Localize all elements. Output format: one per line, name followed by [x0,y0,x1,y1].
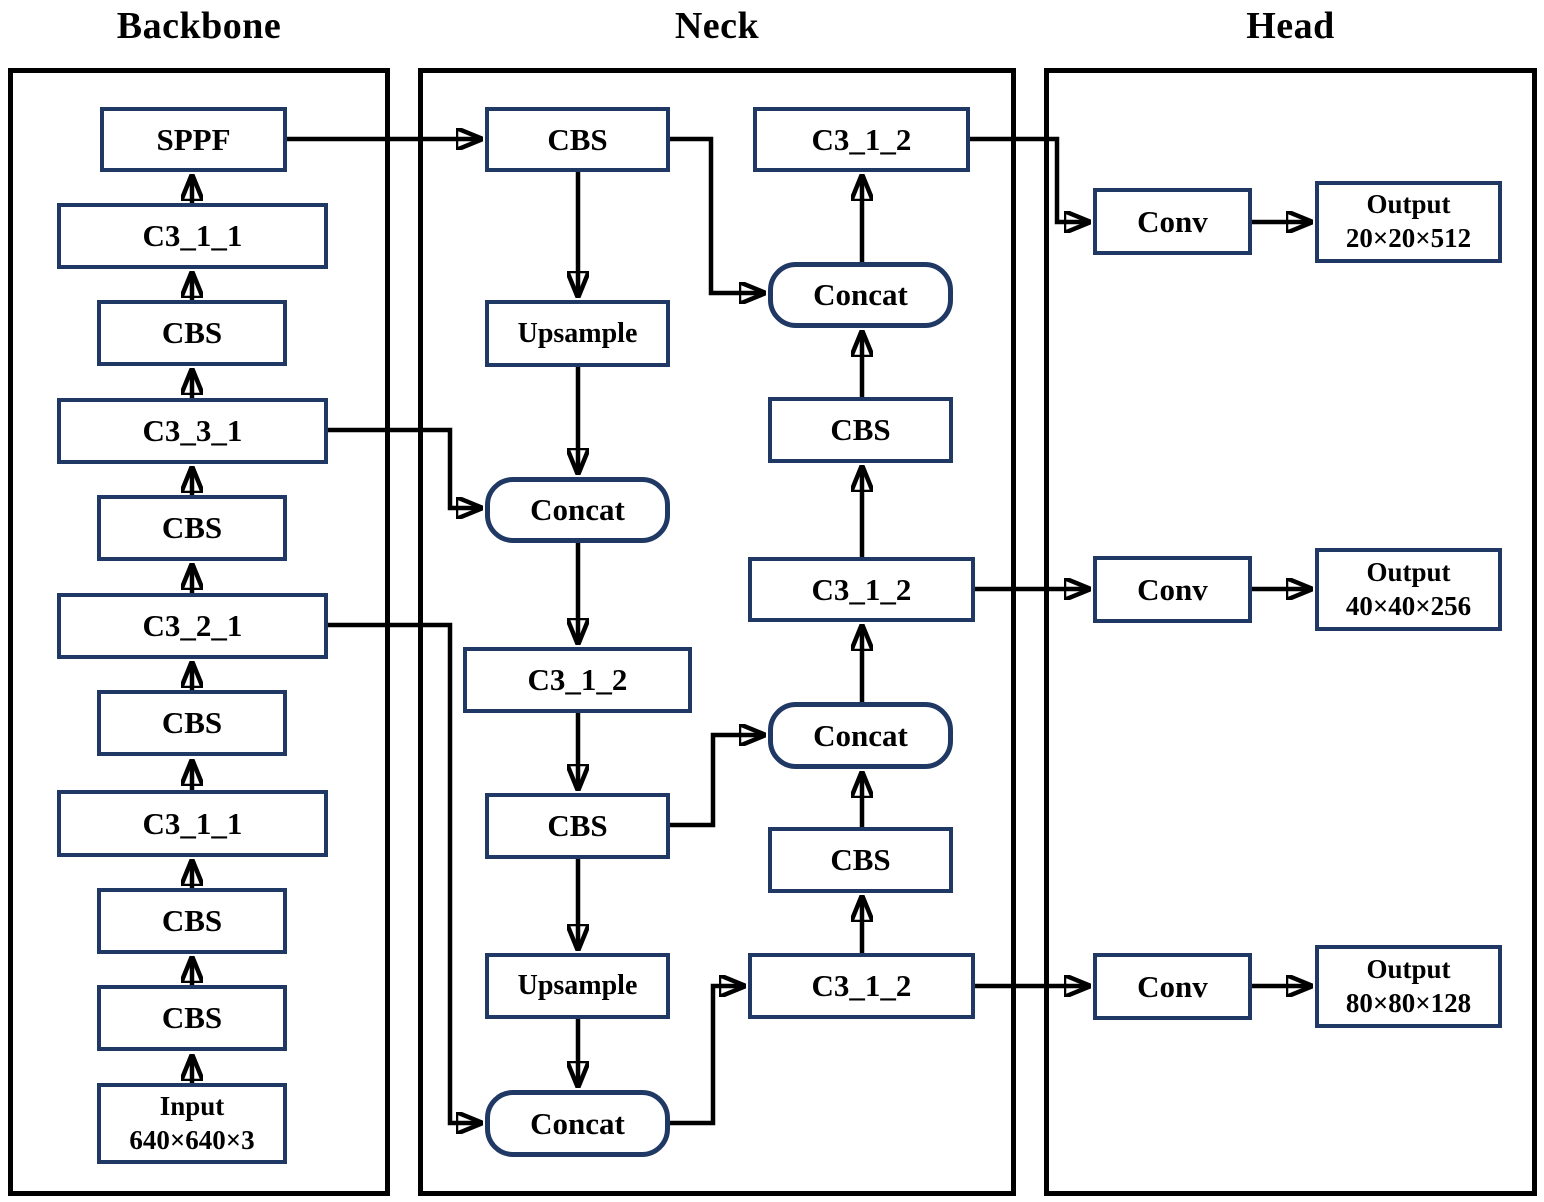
head-conv-bottom: Conv [1093,953,1252,1020]
neck-left-concat-top: Concat [485,477,670,543]
neck-left-concat-bottom: Concat [485,1090,670,1157]
neck-right-cbs-top: CBS [768,397,953,463]
neck-left-upsample-top: Upsample [485,300,670,367]
head-container [1044,68,1537,1196]
neck-right-c3-1-2-top: C3_1_2 [753,107,970,172]
backbone-node-sppf: SPPF [100,107,287,172]
head-output-top: Output 20×20×512 [1315,181,1502,263]
backbone-node-c3-3-1: C3_3_1 [57,398,328,464]
backbone-node-input: Input 640×640×3 [97,1083,287,1164]
output-label: Output [1366,189,1451,220]
head-output-bottom: Output 80×80×128 [1315,945,1502,1028]
neck-right-concat-bottom: Concat [768,702,953,769]
neck-left-upsample-bottom: Upsample [485,953,670,1019]
neck-right-c3-1-2-bottom: C3_1_2 [748,953,975,1019]
backbone-node-cbs-4: CBS [97,888,287,954]
output-size: 80×80×128 [1345,987,1472,1018]
output-size: 40×40×256 [1345,590,1472,621]
neck-title: Neck [674,5,760,47]
neck-right-c3-1-2-middle: C3_1_2 [748,557,975,622]
neck-container [418,68,1016,1196]
head-conv-top: Conv [1093,188,1252,255]
neck-left-cbs-top: CBS [485,107,670,172]
backbone-node-c3-2-1: C3_2_1 [57,593,328,659]
neck-left-cbs-bottom: CBS [485,793,670,859]
backbone-title: Backbone [116,5,282,47]
output-label: Output [1366,953,1451,984]
backbone-node-cbs-3: CBS [97,690,287,756]
head-conv-middle: Conv [1093,556,1252,623]
neck-left-c3-1-2: C3_1_2 [463,647,692,713]
input-label: Input [159,1090,225,1121]
output-size: 20×20×512 [1345,223,1472,253]
head-title: Head [1246,5,1335,47]
backbone-node-cbs-1: CBS [97,300,287,366]
backbone-node-c3-1-1-upper: C3_1_1 [57,203,328,269]
backbone-node-cbs-5: CBS [97,985,287,1051]
backbone-node-c3-1-1-lower: C3_1_1 [57,790,328,857]
input-size: 640×640×3 [129,1124,255,1155]
neck-right-concat-top: Concat [768,262,953,328]
output-label: Output [1366,556,1451,587]
backbone-node-cbs-2: CBS [97,495,287,561]
neck-right-cbs-bottom: CBS [768,827,953,893]
head-output-middle: Output 40×40×256 [1315,548,1502,631]
